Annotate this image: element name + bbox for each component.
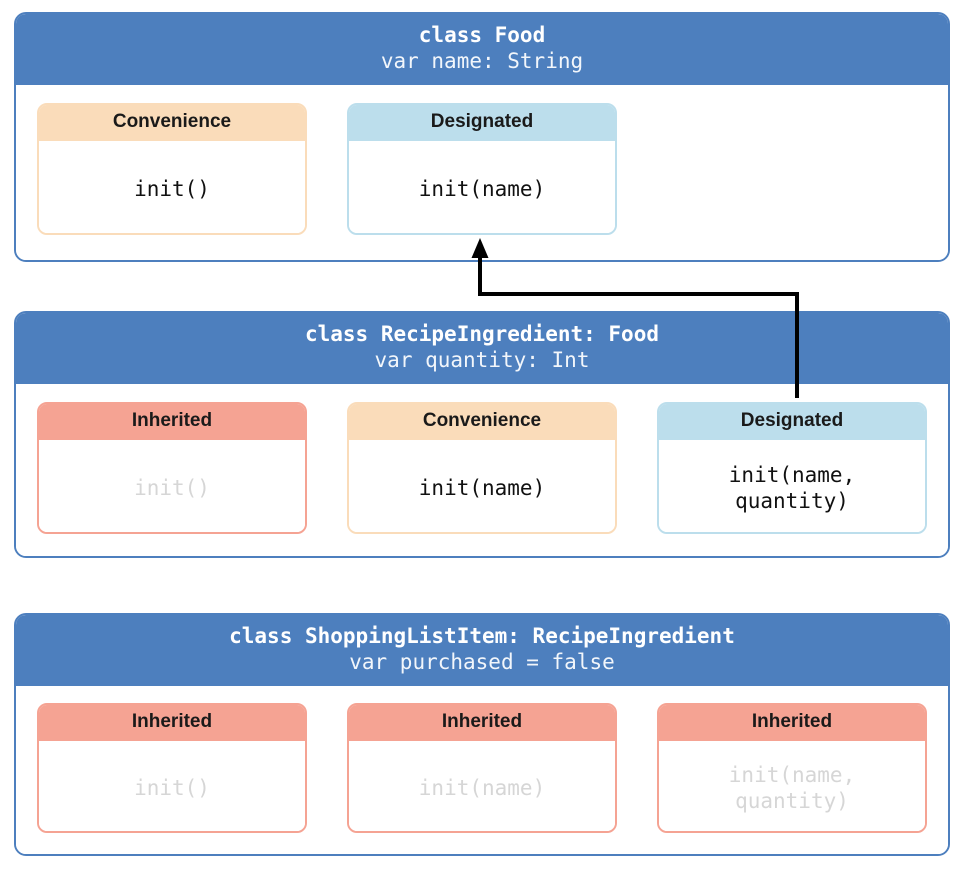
init-card-title: Convenience <box>39 105 305 142</box>
init-card-inherited[interactable]: Inherited init() <box>37 703 307 834</box>
class-header-food: class Food var name: String <box>16 14 948 86</box>
init-card-title: Convenience <box>349 404 615 441</box>
init-card-signature: init(name) <box>349 741 615 832</box>
init-card-title: Designated <box>349 105 615 142</box>
init-card-title: Inherited <box>349 705 615 742</box>
init-card-convenience[interactable]: Convenience init(name) <box>347 402 617 535</box>
class-body-food: Convenience init() Designated init(name) <box>16 85 948 262</box>
class-declaration: class RecipeIngredient: Food <box>304 322 659 346</box>
init-card-signature: init(name) <box>349 141 615 234</box>
class-declaration: class ShoppingListItem: RecipeIngredient <box>229 624 735 648</box>
init-card-inherited[interactable]: Inherited init(name, quantity) <box>657 703 927 834</box>
class-panel-recipe-ingredient: class RecipeIngredient: Food var quantit… <box>14 311 950 558</box>
init-card-inherited[interactable]: Inherited init(name) <box>347 703 617 834</box>
init-card-title: Designated <box>659 404 925 441</box>
class-header-recipe-ingredient: class RecipeIngredient: Food var quantit… <box>16 313 948 385</box>
class-property: var name: String <box>380 48 584 73</box>
init-card-signature: init() <box>39 741 305 832</box>
init-card-signature: init(name, quantity) <box>659 741 925 832</box>
class-body-shopping-list-item: Inherited init() Inherited init(name) In… <box>16 686 948 854</box>
class-declaration: class Food <box>418 23 546 47</box>
init-card-designated[interactable]: Designated init(name, quantity) <box>657 402 927 535</box>
init-card-inherited[interactable]: Inherited init() <box>37 402 307 535</box>
class-panel-food: class Food var name: String Convenience … <box>14 12 950 262</box>
init-card-convenience[interactable]: Convenience init() <box>37 103 307 236</box>
init-card-signature: init(name, quantity) <box>659 440 925 533</box>
class-body-recipe-ingredient: Inherited init() Convenience init(name) … <box>16 384 948 556</box>
init-card-signature: init(name) <box>349 440 615 533</box>
init-card-title: Inherited <box>39 404 305 441</box>
class-property: var quantity: Int <box>374 347 590 372</box>
class-panel-shopping-list-item: class ShoppingListItem: RecipeIngredient… <box>14 613 950 856</box>
init-card-designated[interactable]: Designated init(name) <box>347 103 617 236</box>
delegation-arrow-icon <box>321 261 363 262</box>
class-property: var purchased = false <box>349 649 615 674</box>
init-card-title: Inherited <box>659 705 925 742</box>
init-card-signature: init() <box>39 141 305 234</box>
class-header-shopping-list-item: class ShoppingListItem: RecipeIngredient… <box>16 615 948 687</box>
init-card-title: Inherited <box>39 705 305 742</box>
init-card-signature: init() <box>39 440 305 533</box>
